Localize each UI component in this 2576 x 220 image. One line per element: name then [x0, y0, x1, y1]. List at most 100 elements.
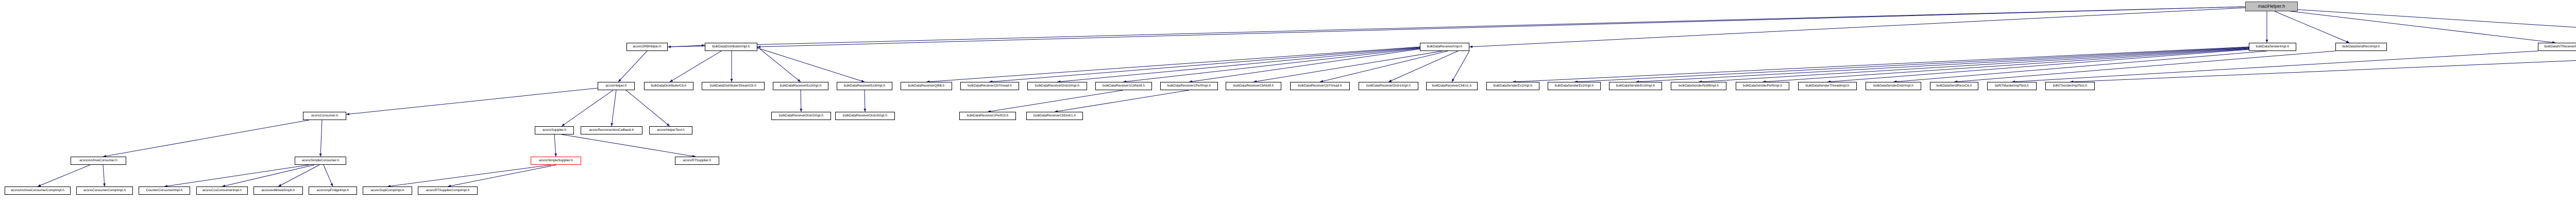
graph-node-label: bulkDataSenderEx2Impl.h	[1554, 83, 1594, 88]
graph-edge	[1319, 50, 1448, 83]
graph-node-label: bulkDataSenderNotifImpl.h	[1679, 83, 1719, 88]
graph-node-bulkdatareceivercbthread[interactable]: bulkDataReceiverCbThread.h	[960, 82, 1019, 90]
graph-node-bulkdatasenderex2impl[interactable]: bulkDataSenderEx2Impl.h	[1548, 82, 1601, 90]
graph-edge	[103, 120, 310, 158]
graph-node-bulkdatareceivercbnotif[interactable]: bulkDataReceiverCbNotif.h	[1226, 82, 1281, 90]
graph-node-acsncorbhelper[interactable]: acsncORBHelper.h	[626, 43, 668, 51]
graph-node-bulkdatasendrecvimpl[interactable]: bulkDataSendRecvImpl.h	[2335, 43, 2387, 51]
graph-node-bulkdatareceivercbthread[interactable]: bulkDataReceiverCbThread.h	[1290, 82, 1350, 90]
graph-node-label: bulkDataDistributerStreamCb.h	[710, 83, 756, 88]
graph-node-label: bulkDataReceiverImpl.h	[1427, 44, 1463, 48]
graph-node-label: bulkDataReceiverEx3Impl.h	[843, 83, 886, 88]
graph-node-bulkdatasendrecvcb[interactable]: bulkDataSendRecvCb.h	[1930, 82, 1978, 90]
graph-edge	[1827, 49, 2249, 83]
graph-edge	[1574, 47, 2249, 83]
graph-node-bulkdatasenderthreadimpl[interactable]: bulkDataSenderThreadImpl.h	[1798, 82, 1857, 90]
graph-edge	[2274, 11, 2350, 43]
graph-node-macihelper[interactable]: maciHelper.h	[2245, 2, 2298, 11]
graph-node-acsncsimpleconsumer[interactable]: acsncSimpleConsumer.h	[295, 157, 346, 165]
graph-edge	[757, 47, 865, 82]
graph-node-bulkdatareceiverdistr3impl[interactable]: bulkDataReceiverDistr3Impl.h	[835, 112, 895, 120]
graph-node-bulkdatadistributerimpl[interactable]: bulkDataDistributerImpl.h	[705, 43, 757, 51]
graph-node-label: bulkDataReceiverDistr3Impl.h	[843, 113, 887, 117]
graph-edge	[346, 88, 598, 115]
graph-node-bulkdatareceiverex3impl[interactable]: bulkDataReceiverEx3Impl.h	[837, 82, 892, 90]
graph-node-acsncconsumercompimpl[interactable]: acsncConsumerCompImpl.h	[76, 187, 133, 195]
graph-edge	[611, 90, 617, 127]
graph-node-acsncsuplcompimpl[interactable]: acsncSuplCompImpl.h	[363, 187, 412, 195]
graph-node-acsnchelper[interactable]: acsncHelper.h	[598, 82, 635, 90]
graph-node-bulkdatadistributerstreamcb[interactable]: bulkDataDistributerStreamCb.h	[702, 82, 765, 90]
graph-node-label: acsncSupplier.h	[543, 128, 566, 132]
graph-node-label: acsncRTSupplierCompImpl.h	[426, 188, 470, 192]
graph-node-bulkdatareceiverimpl[interactable]: bulkDataReceiverImpl.h	[1420, 43, 1469, 51]
graph-node-acsncarchiveconsumercompimpl[interactable]: acsncArchiveConsumerCompImpl.h	[5, 187, 71, 195]
graph-edge	[2070, 60, 2576, 83]
graph-edge	[323, 164, 333, 187]
graph-node-acsncsimplesupplier[interactable]: acsncSimpleSupplier.h	[531, 157, 581, 165]
graph-edge	[989, 47, 1420, 83]
graph-edge	[987, 90, 1124, 113]
graph-edge	[1762, 48, 2249, 83]
graph-node-label: bulkDataReceiverQtMt.h	[908, 83, 945, 88]
graph-node-bulkdatareceiverqtmt[interactable]: bulkDataReceiverQtMt.h	[901, 82, 952, 90]
graph-node-bulkdatasendernotifimpl[interactable]: bulkDataSenderNotifImpl.h	[1671, 82, 1726, 90]
graph-node-bulkdatasenderex3impl[interactable]: bulkDataSenderEx3Impl.h	[1609, 82, 1662, 90]
graph-edge	[1698, 48, 2249, 83]
graph-edge	[1189, 48, 1420, 83]
graph-node-acsncevtmixedsmplr[interactable]: acsncevtMixedSmplr.h	[253, 187, 303, 195]
graph-edge	[667, 6, 2246, 48]
graph-node-bdntsenderimpltest[interactable]: bdNTSenderImplTest.h	[2045, 82, 2095, 90]
graph-node-bulkdatareceiverdistr1impl[interactable]: bulkDataReceiverDistr1Impl.h	[1359, 82, 1418, 90]
graph-edge	[1123, 48, 1420, 83]
graph-node-label: acsncSimpleSupplier.h	[539, 158, 573, 162]
graph-node-acsncsupplier[interactable]: acsncSupplier.h	[535, 126, 574, 134]
graph-edge	[554, 134, 557, 157]
graph-node-acsncrtsupplier[interactable]: acsncRTSupplier.h	[675, 157, 719, 165]
graph-node-label: acsncSimpleConsumer.h	[302, 158, 339, 162]
graph-node-bulkdatareceiverex2impl[interactable]: bulkDataReceiverEx2Impl.h	[773, 82, 828, 90]
graph-node-label: bulkDataSenderThreadImpl.h	[1805, 83, 1850, 88]
graph-node-label: bulkDataSendRecvCb.h	[1936, 83, 1972, 88]
graph-node-label: acsncHelper.h	[605, 83, 627, 88]
graph-node-counterconsumerimpl[interactable]: CounterConsumerImpl.h	[139, 187, 190, 195]
graph-edge	[618, 50, 648, 82]
graph-edge	[164, 164, 310, 188]
graph-edge	[1388, 50, 1459, 82]
graph-node-bdntmasterimpltest[interactable]: bdNTMasterImplTest.h	[1987, 82, 2037, 90]
graph-node-acsncarchiveconsumer[interactable]: acsncArchiveConsumer.h	[71, 157, 126, 165]
graph-edge	[561, 90, 614, 127]
graph-node-bulkdatasenderperfimpl[interactable]: bulkDataSenderPerfImpl.h	[1736, 82, 1789, 90]
graph-node-bulkdatadistributercb[interactable]: bulkDataDistributerCb.h	[644, 82, 693, 90]
graph-node-label: acsncCcsConsumerImpl.h	[202, 188, 242, 192]
graph-node-bulkdatantreceiverimpl[interactable]: bulkDataNTReceiverImpl.h	[2538, 43, 2576, 51]
graph-node-label: bulkDataNTReceiverImpl.h	[2544, 44, 2576, 48]
graph-node-acsnchelpertest[interactable]: acsncHelperTest.h	[649, 126, 692, 134]
graph-node-acsncrtsuppliercompimpl[interactable]: acsncRTSupplierCompImpl.h	[418, 187, 478, 195]
graph-node-bulkdatasenderimpl[interactable]: bulkDataSenderImpl.h	[2249, 43, 2296, 51]
graph-node-acsncconsumer[interactable]: acsncConsumer.h	[303, 112, 346, 120]
graph-node-bulkdatareceiver1perfimpl[interactable]: bulkDataReceiver1PerfImpl.h	[1160, 82, 1218, 90]
graph-node-bulkdatareceiver1perfcb[interactable]: bulkDataReceiver1PerfCb.h	[959, 112, 1016, 120]
graph-node-acsncreconnectioncallback[interactable]: acsncReconnectionCallback.h	[581, 126, 642, 134]
graph-edge	[561, 134, 696, 158]
graph-node-label: maciHelper.h	[2258, 4, 2285, 9]
graph-node-acsncccsconsumerimpl[interactable]: acsncCcsConsumerImpl.h	[196, 187, 248, 195]
graph-node-bulkdatasenderex1impl[interactable]: bulkDataSenderEx1Impl.h	[1486, 82, 1539, 90]
graph-node-bulkdatareceivercbex1[interactable]: bulkDataReceiverCbEx1.h	[1426, 82, 1478, 90]
graph-edge	[387, 164, 552, 188]
graph-node-label: bulkDataReceiverDistr2Impl.h	[779, 113, 823, 117]
graph-edge	[757, 46, 801, 82]
graph-node-bulkdatareceiverdistr2impl[interactable]: bulkDataReceiverDistr2Impl.h	[771, 112, 831, 120]
graph-node-bulkdatareceiverdistr2impl[interactable]: bulkDataReceiverDistr2Impl.h	[1027, 82, 1087, 90]
graph-node-acsncmpfridgeimpl[interactable]: acsncmpFridgeImpl.h	[309, 187, 357, 195]
graph-node-bulkdatasenderdistrimpl[interactable]: bulkDataSenderDistrImpl.h	[1866, 82, 1921, 90]
graph-edge	[1451, 50, 1470, 82]
graph-node-label: acsncConsumerCompImpl.h	[83, 188, 126, 192]
graph-edge	[1635, 47, 2249, 83]
graph-node-label: acsncArchiveConsumerCompImpl.h	[11, 188, 64, 192]
graph-node-label: bulkDataReceiverCbEx1.h	[1432, 83, 1472, 88]
graph-node-bulkdatareceivercbdistr1[interactable]: bulkDataReceiverCbDistr1.h	[1026, 112, 1083, 120]
graph-node-bulkdatareceiver1cbnotif[interactable]: bulkDataReceiver1CbNotif.h	[1095, 82, 1152, 90]
